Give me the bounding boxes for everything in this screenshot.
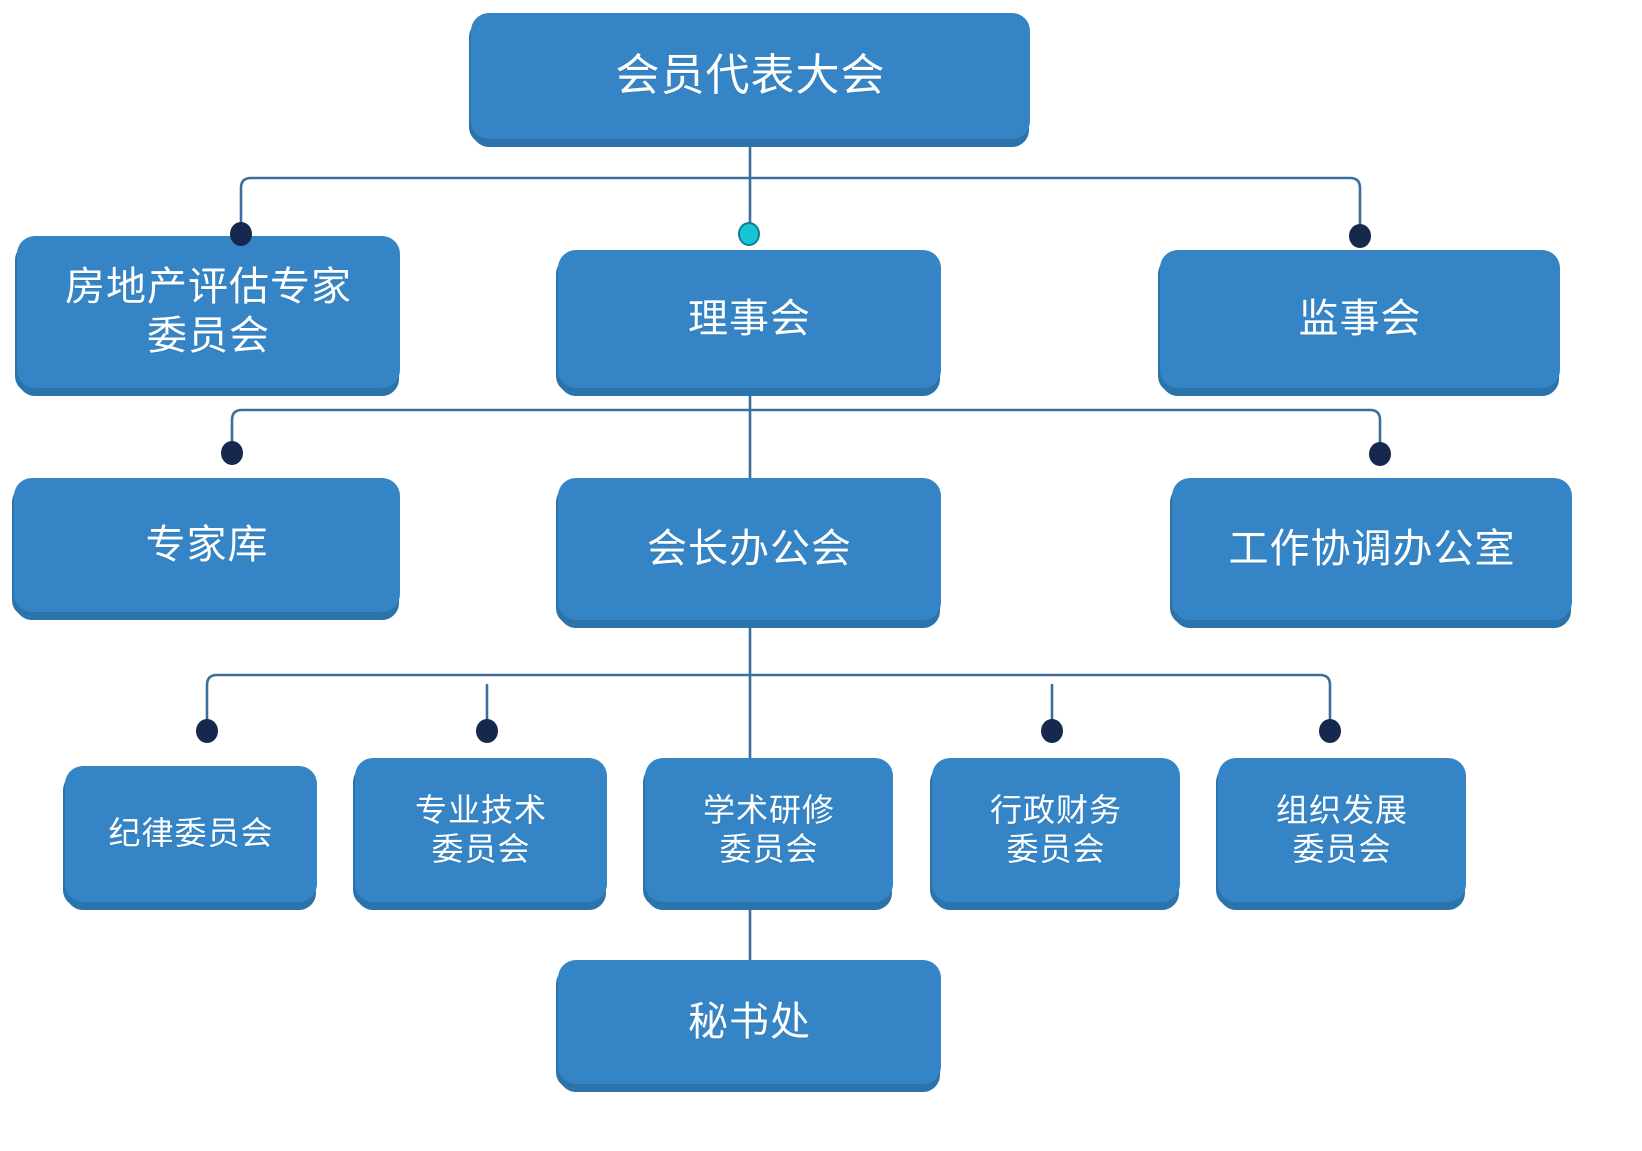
- node-discipline-committee[interactable]: 纪律委员会: [65, 766, 317, 902]
- edge-council-bus: [230, 408, 1382, 457]
- node-professional-technology-committee[interactable]: 专业技术 委员会: [355, 758, 607, 902]
- node-appraisal-expert-committee[interactable]: 房地产评估专家 委员会: [17, 236, 400, 388]
- connector-dot-administration-finance-committee: [1041, 719, 1063, 743]
- edge-assembly-bus: [239, 176, 1362, 238]
- connector-dot-expert-pool: [221, 441, 243, 465]
- node-president-office-meeting[interactable]: 会长办公会: [558, 478, 941, 620]
- connector-dot-professional-technology-committee: [476, 719, 498, 743]
- node-council[interactable]: 理事会: [558, 250, 941, 388]
- node-organization-development-committee[interactable]: 组织发展 委员会: [1218, 758, 1466, 902]
- node-academic-study-committee[interactable]: 学术研修 委员会: [645, 758, 893, 902]
- connector-dot-appraisal-expert-committee: [230, 222, 252, 246]
- connector-dot-council: [738, 222, 760, 246]
- edge-president-bus: [205, 673, 1332, 733]
- node-supervisory-board[interactable]: 监事会: [1160, 250, 1560, 388]
- connector-dot-discipline-committee: [196, 719, 218, 743]
- node-work-coordination-office[interactable]: 工作协调办公室: [1172, 478, 1572, 620]
- connector-dot-organization-development-committee: [1319, 719, 1341, 743]
- node-assembly[interactable]: 会员代表大会: [471, 13, 1030, 139]
- node-secretariat[interactable]: 秘书处: [558, 960, 941, 1084]
- node-administration-finance-committee[interactable]: 行政财务 委员会: [932, 758, 1180, 902]
- connector-dot-work-coordination-office: [1369, 442, 1391, 466]
- node-expert-pool[interactable]: 专家库: [14, 478, 400, 612]
- connector-dot-supervisory-board: [1349, 224, 1371, 248]
